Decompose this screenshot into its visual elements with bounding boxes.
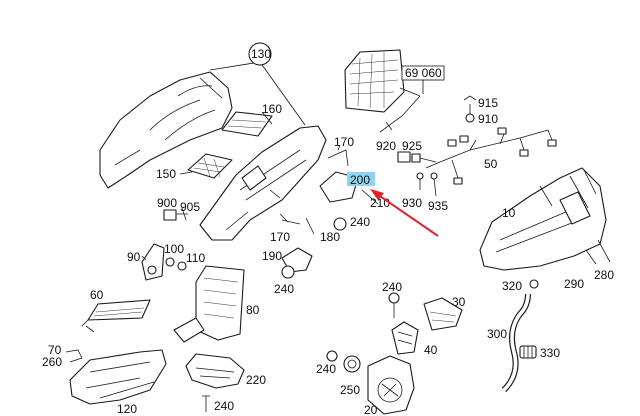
part-920-connector[interactable] xyxy=(397,151,437,163)
part-900-sensor[interactable] xyxy=(163,207,188,221)
part-170-lever[interactable] xyxy=(327,144,349,167)
callout-40[interactable]: 40 xyxy=(424,343,438,357)
part-40-blower-motor[interactable] xyxy=(391,321,419,355)
callout-935[interactable]: 935 xyxy=(428,199,448,213)
callout-150[interactable]: 150 xyxy=(156,167,176,181)
part-240-screw-lower[interactable] xyxy=(202,395,210,412)
indicator-arrow xyxy=(370,189,439,237)
callout-100[interactable]: 100 xyxy=(164,242,184,256)
part-320-plug[interactable] xyxy=(529,279,539,289)
callout-915[interactable]: 915 xyxy=(478,96,498,110)
callout-900[interactable]: 900 xyxy=(157,196,177,210)
callout-210[interactable]: 210 xyxy=(370,196,390,210)
callout-10[interactable]: 10 xyxy=(502,206,516,220)
part-180-rod[interactable] xyxy=(279,213,315,235)
callout-920[interactable]: 920 xyxy=(376,139,396,153)
part-69060-panel[interactable] xyxy=(344,49,421,133)
part-70-clip[interactable] xyxy=(65,349,83,363)
callout-180[interactable]: 180 xyxy=(320,230,340,244)
callout-240-d[interactable]: 240 xyxy=(316,362,336,376)
callout-170-upper[interactable]: 170 xyxy=(334,135,354,149)
part-90-actuator[interactable] xyxy=(141,243,165,281)
callout-300[interactable]: 300 xyxy=(487,327,507,341)
part-300-drain-hose[interactable] xyxy=(501,293,531,393)
callout-110[interactable]: 110 xyxy=(186,251,205,265)
callout-160[interactable]: 160 xyxy=(262,102,282,116)
callout-905[interactable]: 905 xyxy=(180,200,200,214)
part-915-clip[interactable] xyxy=(463,95,477,123)
part-930-sensor[interactable] xyxy=(416,172,438,197)
callout-290[interactable]: 290 xyxy=(564,277,584,291)
callout-170-lower[interactable]: 170 xyxy=(270,230,290,244)
part-250-fan-wheel[interactable] xyxy=(326,350,361,373)
part-130-duct-cover[interactable] xyxy=(99,71,233,189)
callout-60[interactable]: 60 xyxy=(90,288,104,302)
callout-80[interactable]: 80 xyxy=(246,303,260,317)
part-100-ring[interactable] xyxy=(165,257,187,271)
callout-190[interactable]: 190 xyxy=(262,249,282,263)
part-30-flap[interactable] xyxy=(423,297,463,331)
part-80-filter-housing[interactable] xyxy=(173,265,245,343)
part-60-heater-core[interactable] xyxy=(81,299,151,333)
callout-220[interactable]: 220 xyxy=(246,373,266,387)
part-150-mesh-filter[interactable] xyxy=(187,153,233,179)
callout-260[interactable]: 260 xyxy=(42,355,62,369)
callout-925[interactable]: 925 xyxy=(402,139,422,153)
callout-70[interactable]: 70 xyxy=(48,343,62,357)
callout-240-b[interactable]: 240 xyxy=(274,282,294,296)
part-main-housing[interactable] xyxy=(199,125,327,241)
part-330-grommet[interactable] xyxy=(519,345,537,359)
callout-280[interactable]: 280 xyxy=(594,268,614,282)
part-120-lower-tray[interactable] xyxy=(69,349,167,405)
callout-320[interactable]: 320 xyxy=(502,279,522,293)
callout-20[interactable]: 20 xyxy=(364,403,378,416)
callout-30[interactable]: 30 xyxy=(452,295,466,309)
callout-130[interactable]: 130 xyxy=(251,47,271,61)
callout-120[interactable]: 120 xyxy=(117,402,137,416)
callout-90[interactable]: 90 xyxy=(127,250,141,264)
part-190-motor[interactable] xyxy=(281,247,313,279)
callout-930[interactable]: 930 xyxy=(402,196,422,210)
callout-240-c[interactable]: 240 xyxy=(382,280,402,294)
part-240-screw[interactable] xyxy=(388,292,400,318)
callout-910[interactable]: 910 xyxy=(478,112,498,126)
callout-200[interactable]: 200 xyxy=(350,173,370,187)
callout-250[interactable]: 250 xyxy=(340,383,360,397)
part-10-heater-box[interactable] xyxy=(479,167,611,271)
part-50-harness[interactable] xyxy=(425,127,557,185)
callout-130-circle xyxy=(248,42,272,66)
part-160-filter-frame[interactable] xyxy=(221,111,273,137)
highlight-200-box xyxy=(347,172,375,186)
part-20-blower-housing[interactable] xyxy=(367,355,415,415)
callout-330[interactable]: 330 xyxy=(540,346,560,360)
part-220-bracket[interactable] xyxy=(185,353,245,389)
callout-69060[interactable]: 69 060 xyxy=(405,66,442,80)
callout-50[interactable]: 50 xyxy=(484,157,498,171)
callout-240-e[interactable]: 240 xyxy=(214,399,234,413)
callout-240-a[interactable]: 240 xyxy=(350,215,370,229)
